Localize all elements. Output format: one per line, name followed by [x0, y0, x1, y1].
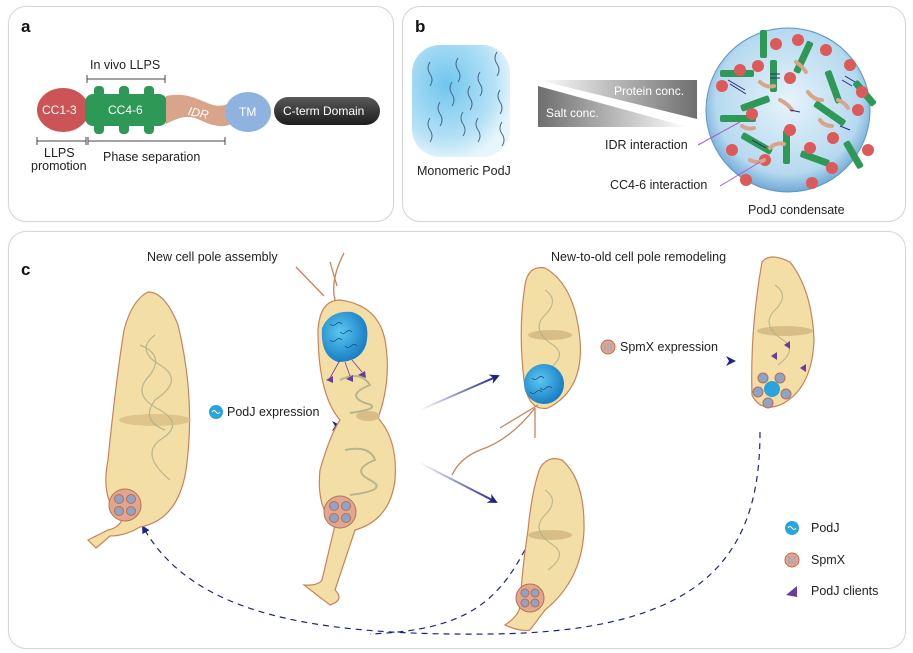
legend-label-spmx: SpmX: [811, 553, 846, 567]
panel-a-letter: a: [21, 17, 31, 36]
label-promotion: promotion: [31, 159, 87, 173]
split-arrow-down: [419, 462, 498, 503]
domain-label-cc1-3: CC1-3: [42, 103, 77, 117]
dashed-return-arrows: [142, 431, 761, 635]
podj-condensate-cell-2: [321, 311, 368, 362]
label-monomeric-podj: Monomeric PodJ: [417, 164, 511, 178]
cell-5: [503, 458, 585, 632]
bracket-llps-promotion: [36, 137, 87, 145]
label-podj-condensate: PodJ condensate: [748, 203, 845, 217]
label-cc4-6-interaction: CC4-6 interaction: [610, 178, 708, 192]
label-in-vivo-llps: In vivo LLPS: [90, 58, 161, 72]
podj-condensate-sphere: [705, 27, 877, 193]
panel-c-letter: c: [21, 260, 31, 279]
podj-icon: [209, 405, 223, 419]
label-podj-expression: PodJ expression: [227, 405, 320, 419]
label-llps: LLPS: [44, 146, 75, 160]
monomeric-podj-blob: [412, 45, 510, 157]
cc4-6-interaction-pointer: [719, 161, 761, 187]
cell-2: [295, 252, 396, 606]
podj-spmx-cluster: [752, 372, 792, 409]
spmx-cluster: [515, 583, 545, 613]
legend-label-podj-clients: PodJ clients: [811, 584, 879, 598]
legend-podj-icon: [785, 521, 799, 535]
label-protein-conc: Protein conc.: [614, 84, 685, 98]
podj-clients-cell-2: [326, 371, 366, 383]
label-salt-conc: Salt conc.: [546, 106, 599, 120]
domain-tm: [225, 92, 271, 132]
panel-b-letter: b: [415, 17, 426, 36]
domain-cc1-3: [37, 88, 89, 132]
split-arrow-up: [419, 374, 500, 411]
bracket-phase-separation: [87, 137, 226, 145]
domain-cc4-6: [85, 86, 167, 134]
title-new-cell-pole-assembly: New cell pole assembly: [147, 250, 278, 264]
label-spmx-expression: SpmX expression: [620, 340, 718, 354]
salt-conc-wedge: [538, 86, 688, 127]
condensate-molecules: [716, 30, 877, 189]
domain-label-c-term: C-term Domain: [283, 104, 365, 118]
domain-label-tm: TM: [239, 105, 257, 119]
domain-idr: [166, 94, 232, 127]
idr-interaction-pointer: [697, 121, 741, 146]
protein-conc-wedge: [538, 80, 697, 119]
podj-condensate-cell-3: [524, 364, 564, 404]
legend-spmx-icon: [784, 552, 800, 568]
legend-label-podj: PodJ: [811, 521, 840, 535]
title-new-to-old-remodeling: New-to-old cell pole remodeling: [551, 250, 727, 264]
podj-clients-cell-4: [771, 341, 806, 372]
bracket-in-vivo-llps: [86, 75, 166, 83]
legend-podj-client-icon: [786, 586, 797, 597]
spmx-cluster: [323, 495, 357, 529]
cell-4: [751, 256, 815, 409]
spmx-icon: [600, 339, 616, 355]
label-phase-separation: Phase separation: [103, 150, 201, 164]
cell-3: [451, 267, 581, 476]
domain-label-cc4-6: CC4-6: [108, 103, 143, 117]
cell-1: [86, 291, 191, 549]
domain-c-term: [274, 97, 380, 125]
spmx-cluster: [108, 488, 142, 522]
label-idr-interaction: IDR interaction: [605, 138, 688, 152]
